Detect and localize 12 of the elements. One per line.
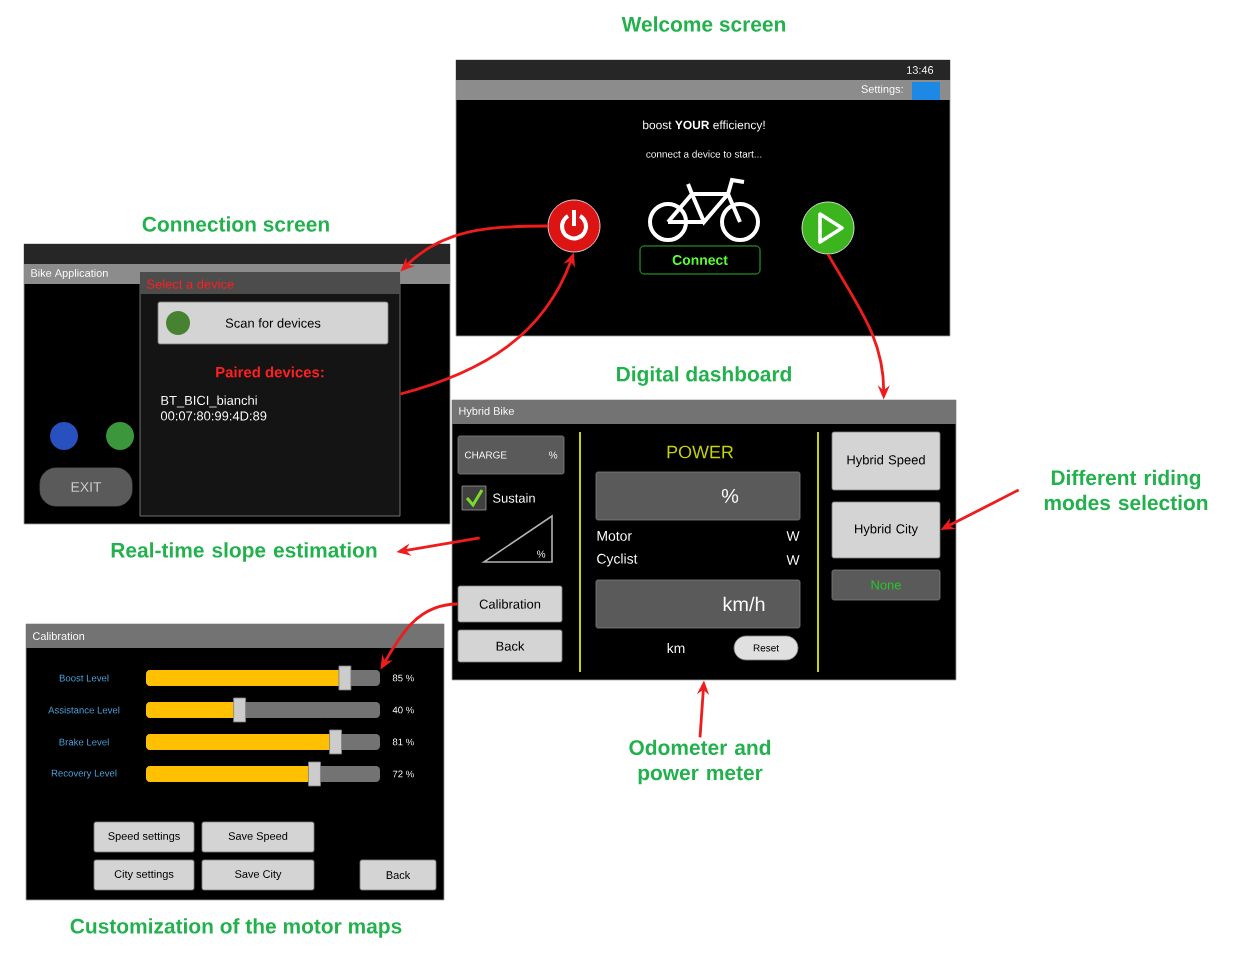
power-gauge: % <box>595 471 801 521</box>
screen-heading: Digital dashboard <box>617 366 791 386</box>
annotation-text: Odometer and power meter <box>629 739 771 785</box>
slider <box>146 665 380 691</box>
annotation-text: Different riding modes selection <box>1044 469 1208 511</box>
screen-heading: Welcome screen <box>621 16 786 32</box>
power-icon <box>547 199 601 253</box>
speed-field: km/h <box>595 579 801 629</box>
screen-heading: Connection screen <box>142 216 329 232</box>
annotation-text: Real-time slope estimation <box>111 542 377 562</box>
play-icon <box>801 201 855 255</box>
screen-heading: Customization of the motor maps <box>70 918 402 938</box>
